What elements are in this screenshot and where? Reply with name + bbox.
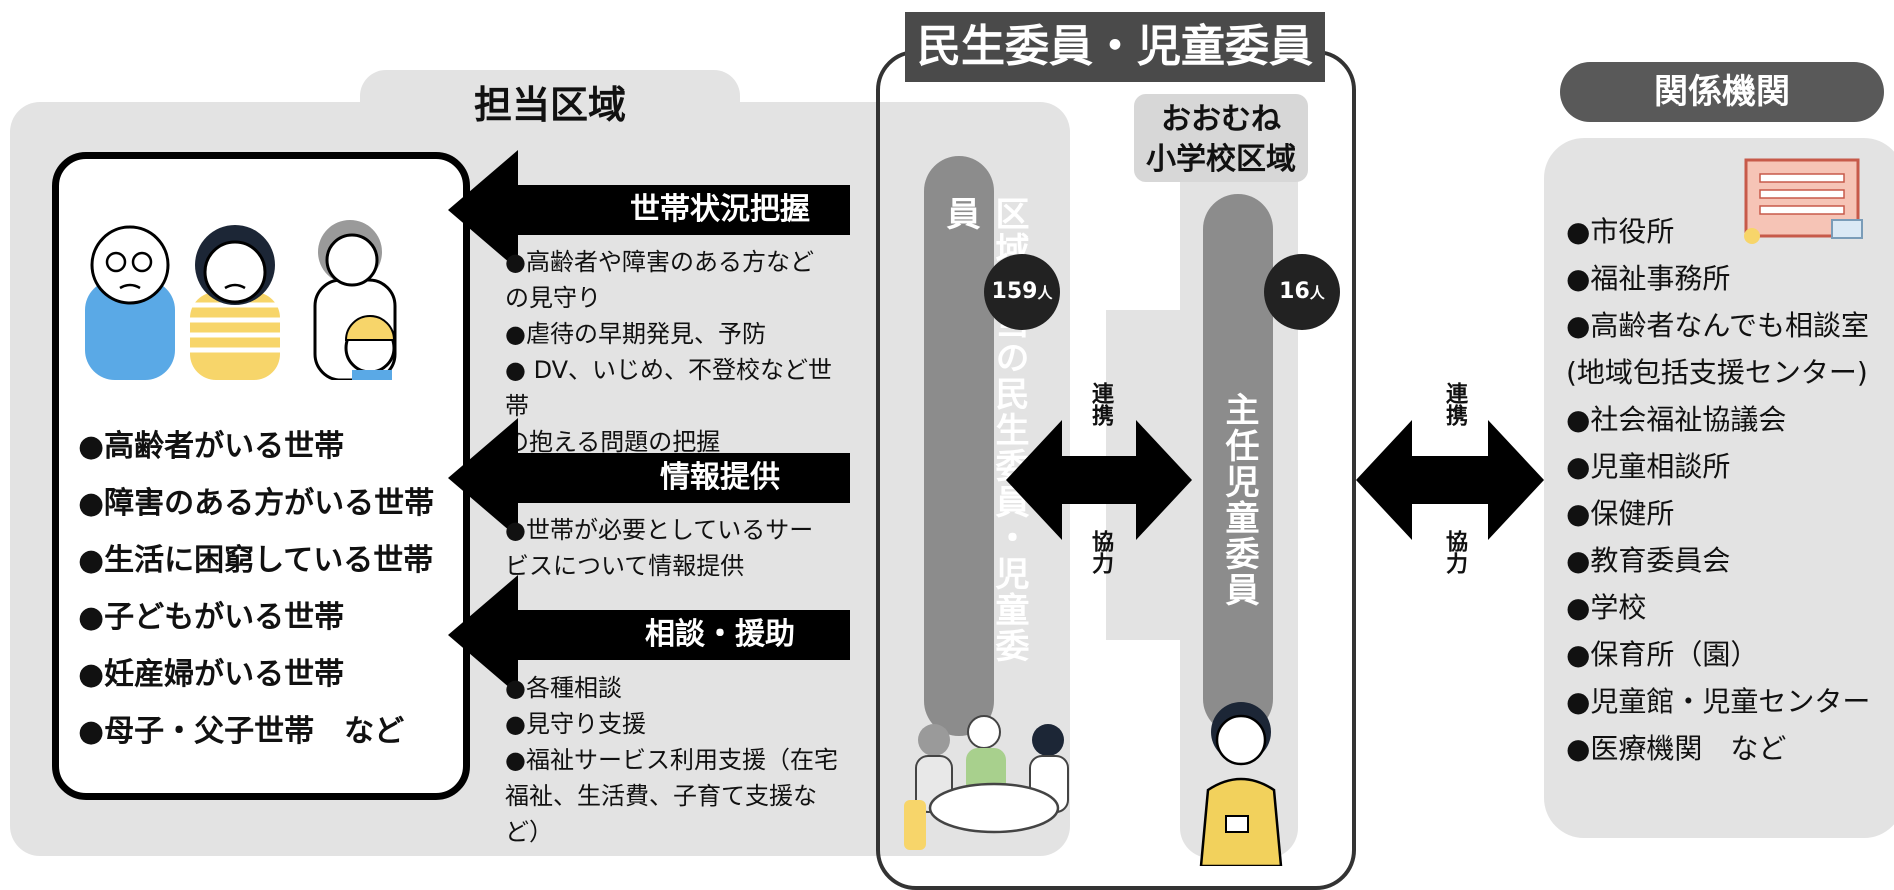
count-unit: 人 — [1309, 284, 1325, 302]
district-line: 小学校区域 — [1146, 142, 1296, 177]
family-illustration — [85, 220, 397, 380]
action-info-bar: 情報提供 — [490, 453, 850, 503]
agency-item: ●保健所 — [1566, 497, 1675, 530]
cooperate-bottom-label-right: 協力 — [1442, 530, 1467, 574]
city-hall-icon — [1744, 158, 1863, 244]
household-item: ●子どもがいる世帯 — [78, 600, 345, 635]
action-consult-bar: 相談・援助 — [490, 610, 850, 660]
household-item: ●妊産婦がいる世帯 — [78, 657, 345, 692]
agency-item: ●学校 — [1566, 591, 1647, 624]
chief-count: 16 — [1279, 279, 1310, 304]
desc-line: ●虐待の早期発見、予防 — [505, 320, 766, 348]
household-item: ●母子・父子世帯 など — [78, 714, 405, 749]
double-arrow-icon — [1006, 420, 1192, 540]
action-consult-desc: ●各種相談 ●見守り支援 ●福祉サービス利用支援（在宅 福祉、生活費、子育て支援… — [505, 670, 850, 850]
agency-item: ●高齢者なんでも相談室 — [1566, 309, 1870, 342]
meeting-illustration — [904, 715, 1069, 850]
regional-commissioner-pill — [924, 156, 994, 736]
agency-item: ●教育委員会 — [1566, 544, 1731, 577]
cooperate-bottom-label: 協力 — [1088, 530, 1113, 574]
commissioner-title: 民生委員・児童委員 — [905, 12, 1325, 82]
cooperate-top-label: 連携 — [1088, 382, 1113, 426]
agency-item: ●児童館・児童センター — [1566, 685, 1871, 718]
district-line: おおむね — [1161, 102, 1281, 137]
elderly-man-figure — [85, 225, 175, 380]
desc-line: 福祉、生活費、子育て支援など） — [505, 782, 817, 846]
regional-count: 159 — [991, 279, 1038, 304]
cooperate-top-label-right: 連携 — [1442, 382, 1467, 426]
household-list: ●高齢者がいる世帯 ●障害のある方がいる世帯 ●生活に困窮している世帯 ●子ども… — [78, 418, 434, 760]
double-arrow-right-icon — [1356, 420, 1544, 540]
chief-commissioner-label: 主任児童委員 — [1219, 392, 1259, 608]
desc-line: の見守り — [505, 284, 601, 312]
desc-line: ●世帯が必要としているサー — [505, 516, 814, 544]
count-unit: 人 — [1037, 284, 1053, 302]
desc-line: の抱える問題の把握 — [505, 428, 721, 456]
household-item: ●高齢者がいる世帯 — [78, 429, 345, 464]
desc-line: ●高齢者や障害のある方など — [505, 248, 814, 276]
desc-line: ●見守り支援 — [505, 710, 646, 738]
chief-count-badge: 16人 — [1264, 254, 1340, 330]
agency-item: ●福祉事務所 — [1566, 262, 1731, 295]
agency-title: 関係機関 — [1560, 62, 1884, 122]
action-label: 相談・援助 — [645, 617, 795, 652]
agency-item: ●医療機関 など — [1566, 732, 1787, 765]
agency-item: ●保育所（園） — [1566, 638, 1759, 671]
desc-line: ● DV、いじめ、不登校など世帯 — [505, 356, 833, 420]
action-label: 情報提供 — [660, 460, 780, 495]
household-item: ●障害のある方がいる世帯 — [78, 486, 435, 521]
action-situation-bar: 世帯状況把握 — [490, 185, 850, 235]
desc-line: ビスについて情報提供 — [505, 552, 745, 580]
district-label: おおむね 小学校区域 — [1134, 94, 1308, 182]
household-item: ●生活に困窮している世帯 — [78, 543, 434, 578]
staff-illustration — [1199, 702, 1283, 866]
agency-item: ●児童相談所 — [1566, 450, 1731, 483]
chief-commissioner-pill — [1203, 194, 1273, 734]
mother-child-figure — [313, 220, 397, 380]
agency-item: (地域包括支援センター) — [1566, 356, 1868, 389]
woman-figure — [190, 225, 280, 380]
regional-count-badge: 159人 — [984, 254, 1060, 330]
action-info-desc: ●世帯が必要としているサー ビスについて情報提供 — [505, 512, 850, 584]
agency-item: ●社会福祉協議会 — [1566, 403, 1787, 436]
action-label: 世帯状況把握 — [630, 192, 810, 227]
area-title: 担当区域 — [473, 83, 626, 127]
agency-panel — [1544, 138, 1894, 838]
agency-list: ●市役所 ●福祉事務所 ●高齢者なんでも相談室 (地域包括支援センター) ●社会… — [1566, 208, 1870, 772]
action-situation-desc: ●高齢者や障害のある方など の見守り ●虐待の早期発見、予防 ● DV、いじめ、… — [505, 244, 850, 460]
agency-item: ●市役所 — [1566, 215, 1675, 248]
desc-line: ●各種相談 — [505, 674, 622, 702]
desc-line: ●福祉サービス利用支援（在宅 — [505, 746, 838, 774]
